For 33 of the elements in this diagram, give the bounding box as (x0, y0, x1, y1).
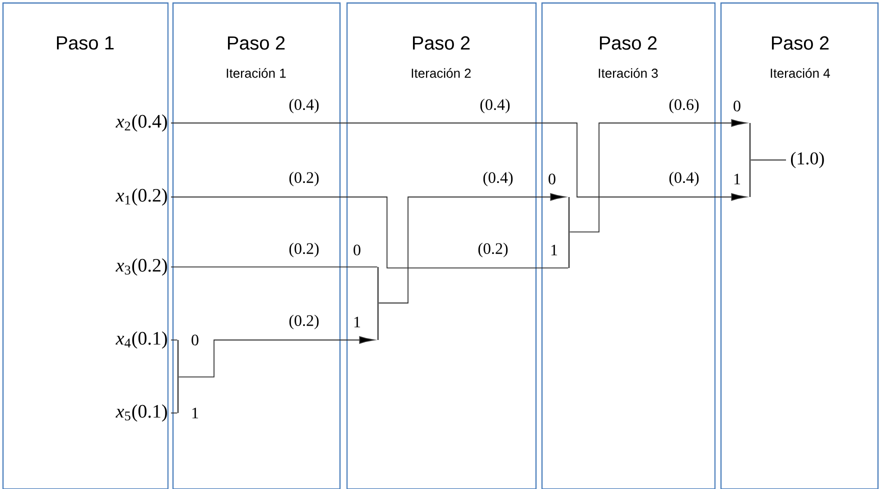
weight-label: (0.2) (478, 242, 508, 258)
bit-label: 0 (354, 244, 360, 256)
step-heading: Paso 2 (228, 36, 285, 50)
bit-label: 1 (192, 408, 198, 418)
step-heading: Paso 2 (412, 36, 470, 50)
weight-label: (0.4) (669, 172, 699, 186)
iteration-heading: Iteración 2 (412, 68, 471, 78)
arrow (178, 336, 375, 378)
weight-label: (0.2) (289, 314, 319, 330)
symbol-label: x$_{5}$(0.1) (116, 404, 167, 422)
step-heading: Paso 2 (772, 36, 829, 50)
symbol-label: x$_{3}$(0.2) (116, 258, 167, 276)
step-heading: Paso 1 (57, 36, 114, 50)
weight-label: (0.2) (289, 172, 319, 186)
iteration-heading: Iteración 3 (598, 68, 658, 78)
result-label: (1.0) (790, 152, 824, 168)
step-heading: Paso 2 (600, 36, 657, 50)
bit-label: 0 (548, 174, 556, 184)
arrow (378, 193, 566, 304)
bit-label: 0 (192, 334, 198, 346)
iteration-heading: Iteración 1 (226, 68, 286, 78)
symbol-label: x$_{2}$(0.4) (116, 114, 167, 132)
weight-label: (0.4) (289, 98, 319, 114)
symbol-label: x$_{1}$(0.2) (116, 188, 167, 206)
weight-label: (0.4) (480, 98, 510, 114)
bit-label: 0 (734, 100, 740, 112)
arrow (170, 122, 747, 201)
bit-label: 1 (551, 244, 558, 256)
bit-label: 1 (354, 316, 360, 328)
bit-label: 1 (734, 174, 740, 184)
arrow (569, 119, 747, 232)
weight-label: (0.6) (669, 98, 699, 114)
symbol-label: x$_{4}$(0.1) (116, 331, 167, 349)
